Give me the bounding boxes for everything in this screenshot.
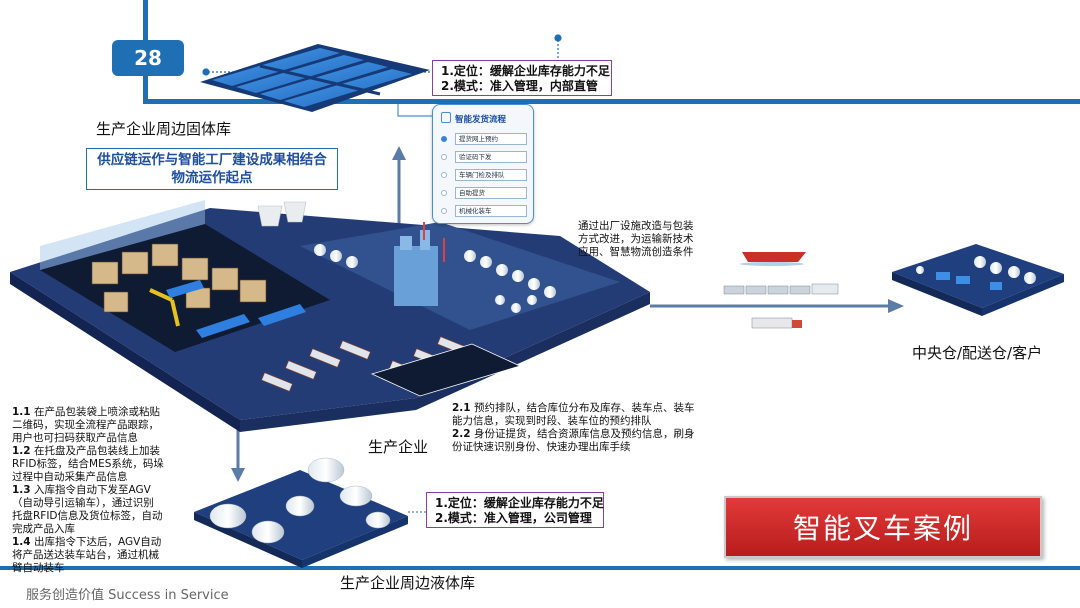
frame-line-top — [143, 99, 1080, 104]
step-dot-icon — [441, 136, 447, 142]
step-dot-icon — [441, 208, 447, 214]
flow-step-label: 验证码下发 — [455, 151, 527, 163]
text-line: 1.3 入库指令自动下发至AGV — [12, 484, 151, 496]
destination-warehouse — [892, 244, 1064, 316]
frame-line-bottom — [0, 566, 1080, 570]
flow-step: 验证码下发 — [441, 151, 527, 163]
liquid-warehouse-note: 1.定位：缓解企业库存能力不足 2.模式：准入管理，公司管理 — [426, 492, 604, 528]
solid-note-line-1: 1.定位：缓解企业库存能力不足 — [441, 64, 610, 78]
transport-note: 通过出厂设施改造与包装 方式改进，为运输新技术 应用、智慧物流创造条件 — [578, 220, 718, 259]
central-tower — [394, 222, 445, 306]
text-line: 1.1 在产品包装袋上喷涂或粘贴 — [12, 406, 160, 418]
page-number-badge: 28 — [112, 40, 184, 76]
transport-line-2: 方式改进，为运输新技术 — [578, 233, 694, 245]
freight-train — [723, 283, 839, 295]
freight-truck — [751, 317, 802, 329]
liquid-warehouse — [194, 457, 408, 568]
text-line: 过程中自动采集产品信息 — [12, 471, 128, 483]
solid-warehouse-building — [200, 44, 430, 112]
flow-step-label: 车辆门检及排队 — [455, 169, 527, 181]
footer-slogan: 服务创造价值 Success in Service — [26, 588, 229, 603]
document-icon — [441, 112, 451, 123]
smart-forklift-case-button[interactable]: 智能叉车案例 — [724, 496, 1042, 558]
supply-chain-title-box: 供应链运作与智能工厂建设成果相结合 物流运作起点 — [86, 148, 338, 190]
liquid-note-line-1: 1.定位：缓解企业库存能力不足 — [435, 496, 604, 510]
text-line: 将产品送达装车站台，通过机械 — [12, 549, 159, 561]
flow-step: 车辆门检及排队 — [441, 169, 527, 181]
text-line: 臂自动装车 — [12, 562, 65, 574]
text-line: 1.4 出库指令下达后，AGV自动 — [12, 536, 162, 548]
warehouse-automation-text: 1.1 在产品包装袋上喷涂或粘贴 二维码，实现全流程产品跟踪， 用户也可扫码获取… — [12, 406, 188, 575]
liquid-warehouse-label: 生产企业周边液体库 — [340, 574, 476, 592]
flow-step-label: 提货网上预约 — [455, 133, 527, 145]
enterprise-label: 生产企业 — [368, 438, 429, 456]
text-line: RFID标签，结合MES系统，码垛 — [12, 458, 164, 470]
title-line-1: 供应链运作与智能工厂建设成果相结合 — [97, 152, 327, 168]
destination-label: 中央仓/配送仓/客户 — [912, 344, 1043, 362]
text-line: 份证快速识别身份、快速办理出库手续 — [452, 441, 631, 453]
arrow-up-to-solid-warehouse — [392, 146, 406, 232]
solid-warehouse-note: 1.定位：缓解企业库存能力不足 2.模式：准入管理，内部直管 — [432, 60, 612, 96]
flow-step: 提货网上预约 — [441, 133, 527, 145]
smart-dispatch-flow-panel: 智能发货流程 提货网上预约 验证码下发 车辆门检及排队 自助提货 机械化装车 — [432, 104, 534, 224]
text-line: 二维码，实现全流程产品跟踪， — [12, 419, 159, 431]
solid-warehouse-label: 生产企业周边固体库 — [96, 120, 232, 138]
liquid-note-line-2: 2.模式：准入管理，公司管理 — [435, 511, 592, 525]
flow-step-label: 自助提货 — [455, 187, 527, 199]
solid-note-line-2: 2.模式：准入管理，内部直管 — [441, 79, 598, 93]
dispatch-process-text: 2.1 预约排队，结合库位分布及库存、装车点、装车 能力信息，实现到时段、装车位… — [452, 402, 722, 454]
robot-arm — [149, 288, 180, 327]
step-dot-icon — [441, 172, 447, 178]
flow-step: 自助提货 — [441, 187, 527, 199]
arrow-right-to-destination — [650, 299, 904, 313]
text-line: 托盘RFID信息及货位标签，自动 — [12, 510, 163, 522]
text-line: 2.1 预约排队，结合库位分布及库存、装车点、装车 — [452, 402, 695, 414]
transport-line-1: 通过出厂设施改造与包装 — [578, 220, 694, 232]
cargo-ship — [740, 246, 806, 266]
text-line: 能力信息，实现到时段、装车位的预约排队 — [452, 415, 652, 427]
text-line: 1.2 在托盘及产品包装线上加装 — [12, 445, 160, 457]
text-line: （自动导引运输车），通过识别 — [12, 497, 154, 509]
flow-panel-title: 智能发货流程 — [455, 115, 507, 125]
step-dot-icon — [441, 154, 447, 160]
flow-step: 机械化装车 — [441, 205, 527, 217]
text-line: 完成产品入库 — [12, 523, 75, 535]
text-line: 2.2 身份证提货，结合资源库信息及预约信息，刷身 — [452, 428, 695, 440]
text-line: 用户也可扫码获取产品信息 — [12, 432, 138, 444]
factory-platform — [10, 200, 650, 432]
title-line-2: 物流运作起点 — [171, 170, 253, 186]
transport-line-3: 应用、智慧物流创造条件 — [578, 246, 694, 258]
step-dot-icon — [441, 190, 447, 196]
flow-step-label: 机械化装车 — [455, 205, 527, 217]
